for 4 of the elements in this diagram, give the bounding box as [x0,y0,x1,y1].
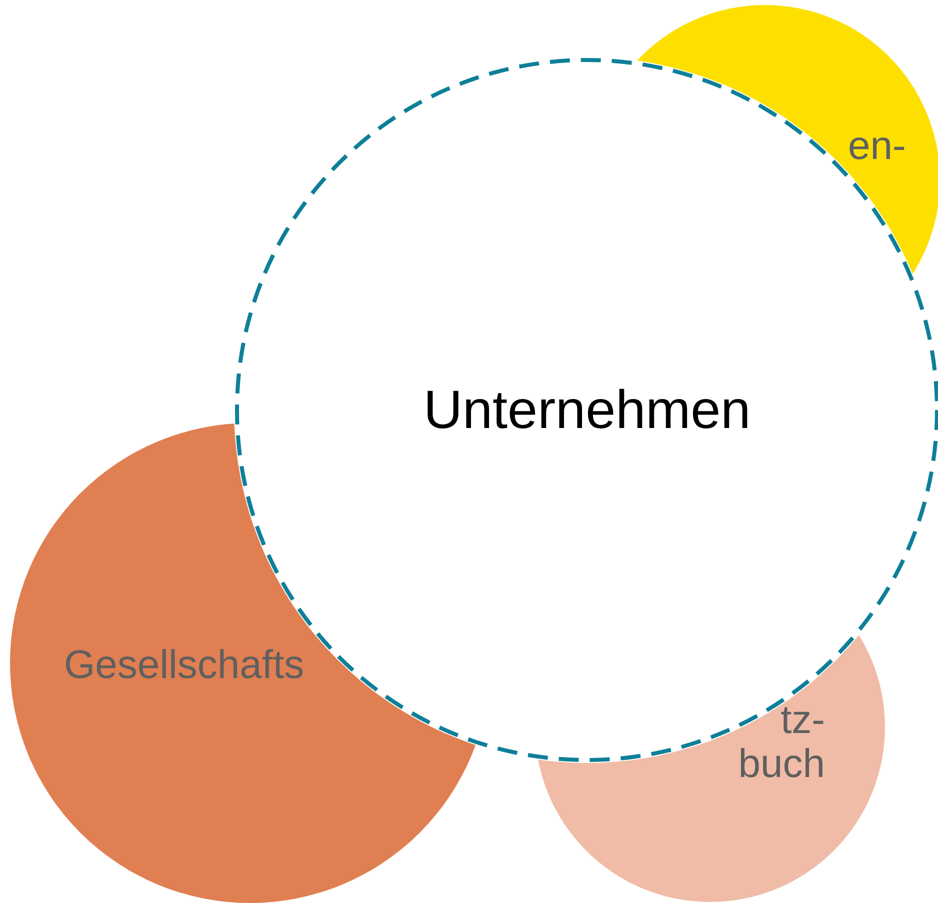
segment-label: tz- buch [737,698,825,786]
segment-label: en- [848,124,907,168]
center-label: Unternehmen [424,379,751,441]
segment-label: Gesellschafts [64,643,306,687]
